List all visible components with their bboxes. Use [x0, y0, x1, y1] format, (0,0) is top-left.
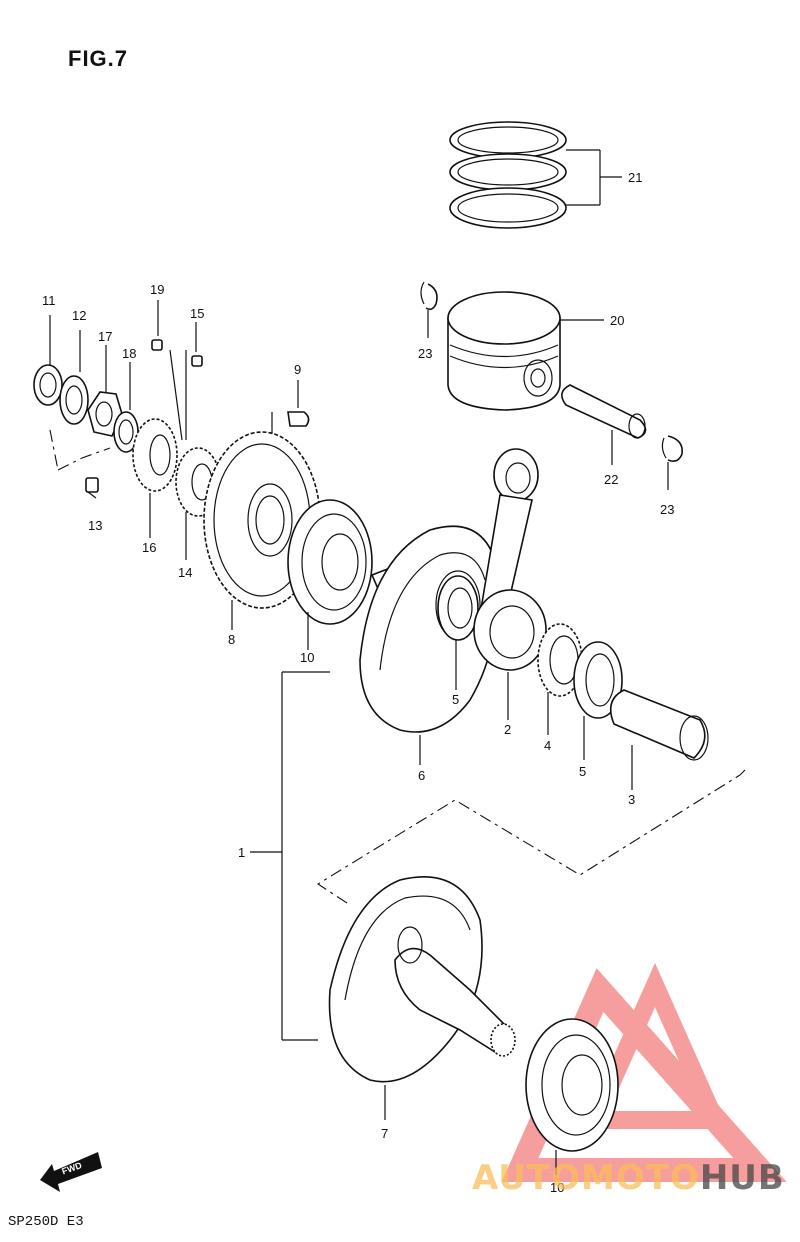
- callout-5-left: 5: [452, 692, 459, 707]
- circlip-lower[interactable]: [661, 435, 684, 490]
- crank-bearing-upper[interactable]: [287, 499, 373, 650]
- callout-10-upper: 10: [300, 650, 314, 665]
- callout-14: 14: [178, 565, 192, 580]
- callout-18: 18: [122, 346, 136, 361]
- piston[interactable]: [447, 291, 604, 411]
- callout-16: 16: [142, 540, 156, 555]
- screw[interactable]: [49, 429, 111, 499]
- callout-11: 11: [42, 293, 56, 308]
- crank-bearing-lower[interactable]: [525, 1018, 619, 1175]
- thrust-washer-right[interactable]: [573, 641, 623, 760]
- connecting-rod[interactable]: [473, 448, 547, 720]
- callout-22: 22: [604, 472, 618, 487]
- alignment-line: [316, 769, 746, 906]
- callout-23-lower: 23: [660, 502, 674, 517]
- thrust-washer-left[interactable]: [437, 575, 479, 690]
- circlip-upper[interactable]: [420, 281, 438, 338]
- lock-washer[interactable]: [59, 330, 89, 425]
- callout-10-lower: 10: [550, 1180, 564, 1195]
- callout-20: 20: [610, 313, 624, 328]
- callout-4: 4: [544, 738, 551, 753]
- key-lower[interactable]: [185, 322, 203, 440]
- callout-7: 7: [381, 1126, 388, 1141]
- piston-pin[interactable]: [561, 384, 647, 465]
- gear-16[interactable]: [132, 418, 178, 538]
- callout-6: 6: [418, 768, 425, 783]
- callout-2: 2: [504, 722, 511, 737]
- fwd-arrow-icon: FWD: [40, 1152, 102, 1192]
- figure-title: FIG.7: [68, 46, 129, 71]
- watermark-text: AUTOMOTOHUB: [472, 1158, 785, 1198]
- callout-12: 12: [72, 308, 86, 323]
- key-upper[interactable]: [151, 300, 183, 441]
- callout-23-upper: 23: [418, 346, 432, 361]
- watermark-text-b: HUB: [699, 1158, 785, 1198]
- callout-19: 19: [150, 282, 164, 297]
- callout-1: 1: [238, 845, 245, 860]
- callout-17: 17: [98, 329, 112, 344]
- callout-3: 3: [628, 792, 635, 807]
- callout-21: 21: [628, 170, 642, 185]
- callout-labels: 21 20 23 22 23 11 12 17 18 19 15 13 16 1…: [42, 170, 674, 1195]
- watermark-text-a: AUTOMOTO: [472, 1158, 700, 1198]
- callout-9: 9: [294, 362, 301, 377]
- callout-15: 15: [190, 306, 204, 321]
- callout-5-right: 5: [579, 764, 586, 779]
- crankshaft-right[interactable]: [328, 876, 516, 1120]
- assembly-bracket: [250, 671, 330, 1041]
- piston-rings[interactable]: [449, 121, 622, 229]
- callout-13: 13: [88, 518, 102, 533]
- callout-8: 8: [228, 632, 235, 647]
- oil-seal[interactable]: [33, 315, 63, 406]
- model-code: SP250D E3: [8, 1214, 84, 1230]
- crank-pin[interactable]: [609, 689, 709, 790]
